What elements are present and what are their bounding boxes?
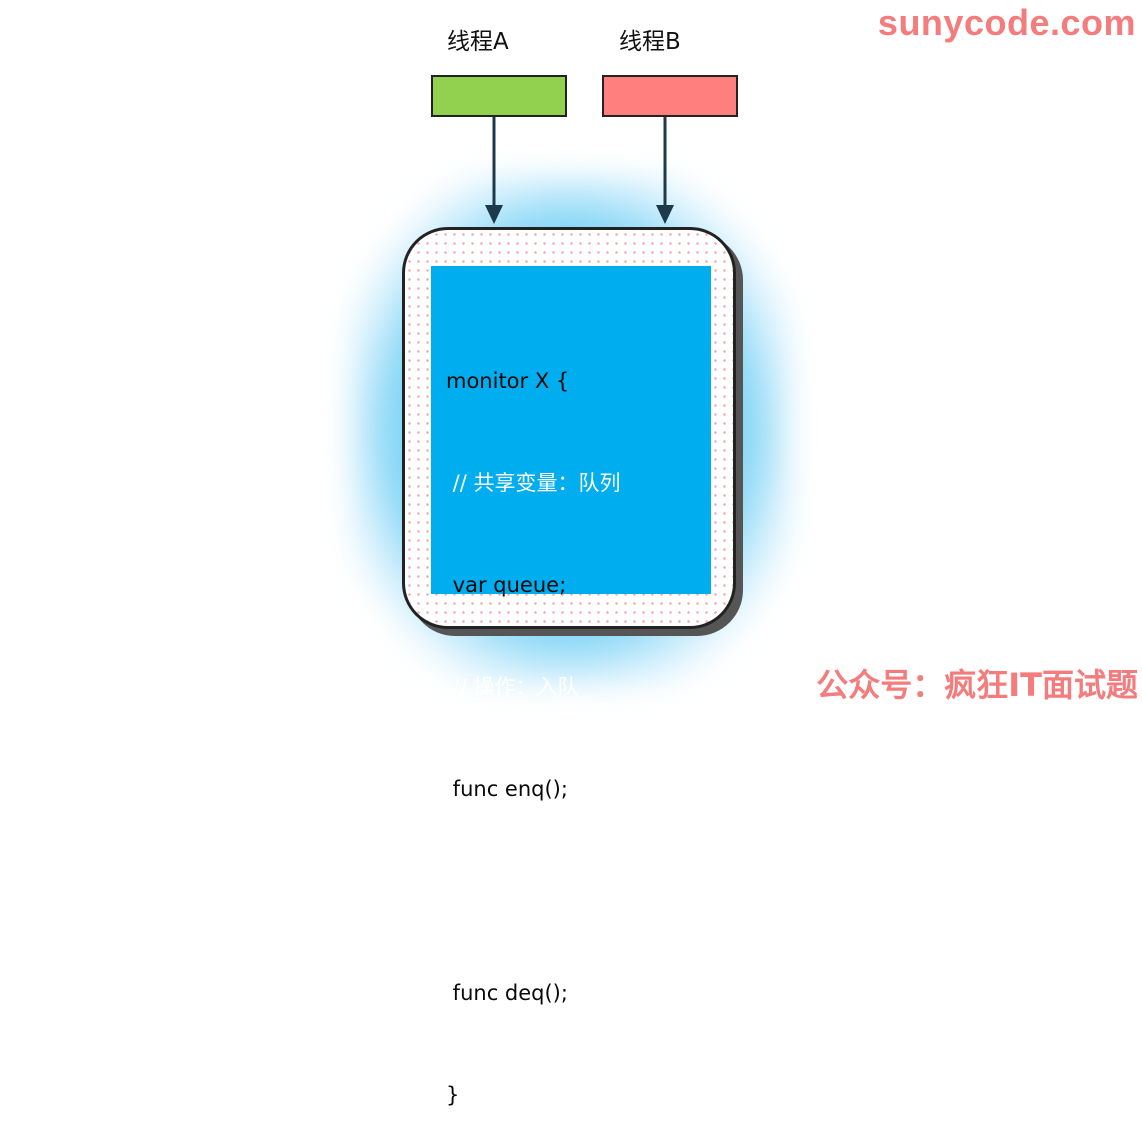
thread-a-arrow — [485, 117, 503, 224]
thread-b-arrow — [656, 117, 674, 224]
code-comment-shared-var: // 共享变量：队列 — [446, 471, 621, 495]
code-line-var-queue: var queue; — [446, 573, 567, 597]
code-line-func-enq: func enq(); — [446, 777, 568, 801]
monitor-code: monitor X { // 共享变量：队列 var queue; // 操作：… — [446, 296, 621, 1146]
code-panel — [431, 266, 711, 594]
code-line-close-brace: } — [446, 1083, 460, 1107]
thread-arrows — [485, 117, 674, 224]
code-line-func-deq: func deq(); — [446, 981, 568, 1005]
thread-b-box — [602, 75, 738, 117]
watermark-sunycode: sunycode.com — [877, 2, 1136, 43]
thread-a-label: 线程A — [447, 29, 509, 55]
code-line-monitor-decl: monitor X { — [446, 369, 570, 393]
thread-b-label: 线程B — [619, 29, 681, 55]
code-comment-enqueue: // 操作：入队 — [446, 675, 579, 699]
thread-a-box — [431, 75, 567, 117]
watermark-wechat: 公众号：疯狂IT面试题 — [816, 666, 1138, 704]
code-comment-dequeue: // 操作：出队 — [446, 879, 579, 903]
